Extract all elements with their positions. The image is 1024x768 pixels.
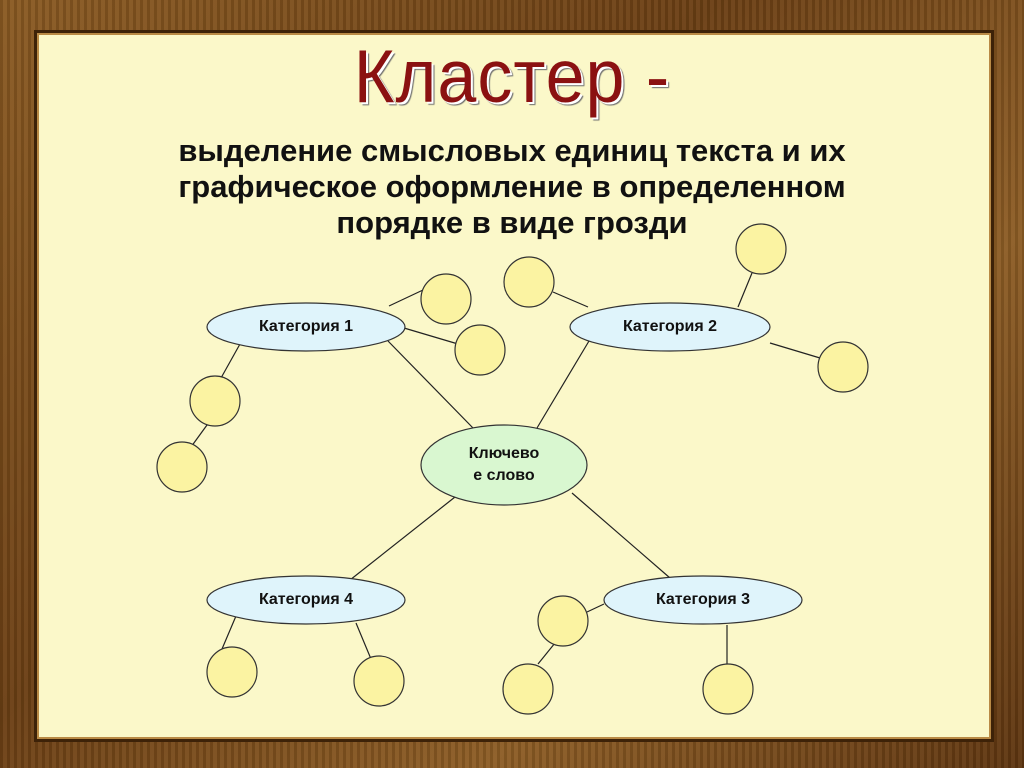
connectors bbox=[190, 272, 821, 665]
connector-center-cat3 bbox=[571, 492, 671, 579]
center-label: Ключево е слово bbox=[468, 445, 540, 484]
connector-center-cat1 bbox=[387, 340, 474, 429]
connector-cat1-leaf-a bbox=[388, 289, 424, 307]
category-ellipses bbox=[206, 302, 803, 625]
category-3-ellipse bbox=[603, 575, 803, 625]
leaf-circle bbox=[189, 375, 241, 427]
connector-cat4-leaf-a bbox=[221, 615, 237, 650]
connector-cat4-leaf-b bbox=[355, 622, 372, 660]
connector-center-cat4 bbox=[349, 496, 456, 581]
subtitle-line-1: выделение смысловых единиц текста и их bbox=[178, 133, 846, 168]
connector-cat2-leaf-c bbox=[769, 342, 821, 359]
leaf-circle bbox=[702, 663, 754, 715]
subtitle-line-2: графическое оформление в определенном bbox=[178, 169, 846, 204]
leaf-circle bbox=[206, 646, 258, 698]
connector-cat3-leaf-b bbox=[537, 642, 556, 665]
connector-cat1-leaf-b bbox=[403, 327, 459, 345]
leaf-circle bbox=[817, 341, 869, 393]
connector-cat2-leaf-b bbox=[737, 272, 753, 308]
connector-cat2-leaf-a bbox=[552, 291, 589, 308]
leaf-circle bbox=[156, 441, 208, 493]
leaf-circle bbox=[420, 273, 472, 325]
category-1-ellipse bbox=[206, 302, 406, 352]
connector-cat1-leaf-d bbox=[190, 424, 208, 448]
category-2-label: Категория 2 bbox=[622, 318, 718, 335]
leaf-circle bbox=[503, 256, 555, 308]
category-1-label: Категория 1 bbox=[258, 318, 354, 335]
leaf-circles bbox=[156, 223, 869, 715]
category-3-label: Категория 3 bbox=[655, 591, 751, 608]
leaf-circle bbox=[454, 324, 506, 376]
category-2-ellipse bbox=[569, 302, 771, 352]
connector-cat1-leaf-c bbox=[220, 343, 241, 379]
subtitle-line-3: порядке в виде грозди bbox=[336, 205, 688, 240]
connector-cat3-leaf-a bbox=[586, 603, 605, 613]
leaf-circle bbox=[502, 663, 554, 715]
center-ellipse bbox=[420, 424, 588, 506]
leaf-circle bbox=[537, 595, 589, 647]
category-4-ellipse bbox=[206, 575, 406, 625]
slide-title: Кластер - bbox=[353, 33, 671, 119]
leaf-circle bbox=[735, 223, 787, 275]
category-4-label: Категория 4 bbox=[258, 591, 354, 608]
slide-subtitle: выделение смысловых единиц текста и их г… bbox=[112, 133, 912, 241]
connector-center-cat2 bbox=[536, 340, 590, 429]
leaf-circle bbox=[353, 655, 405, 707]
